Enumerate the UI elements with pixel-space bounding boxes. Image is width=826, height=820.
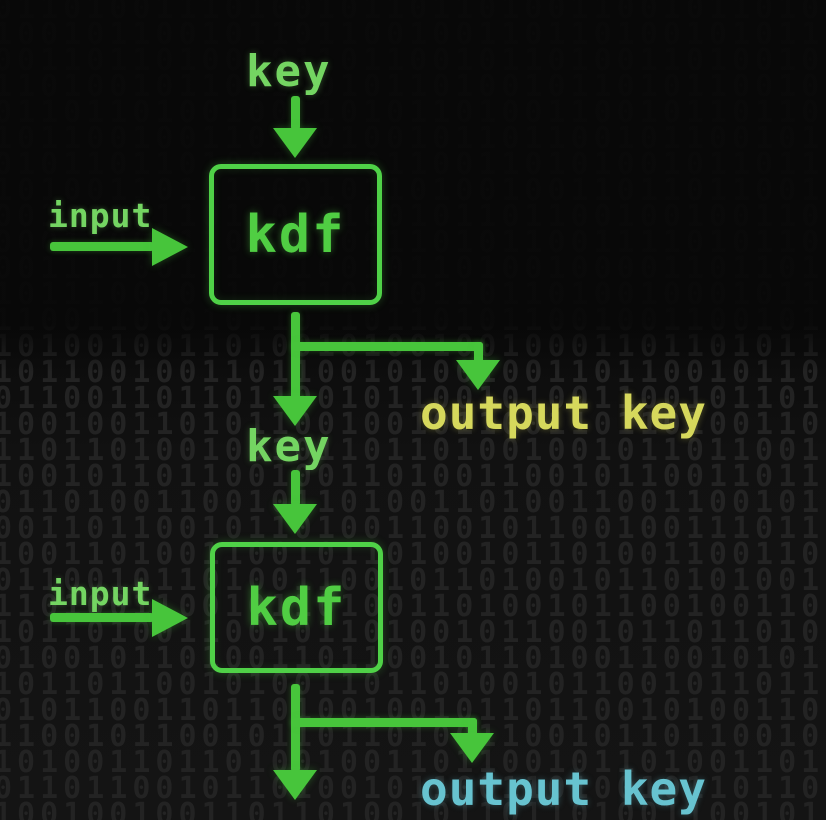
input-label-1: input [48, 196, 153, 235]
kdf-box-label-2: kdf [246, 577, 347, 638]
input-arrow-line-2 [50, 613, 154, 622]
key-label-1: key [246, 46, 332, 97]
stem-line-1 [291, 312, 300, 400]
arrow-down-icon [273, 128, 317, 158]
kdf-box-1: kdf [209, 164, 382, 305]
input-label-2: input [48, 574, 153, 613]
key-arrow-line-1 [291, 96, 300, 130]
arrow-right-icon [152, 228, 188, 266]
branch-line-1 [291, 342, 483, 351]
key-arrow-line-2 [291, 470, 300, 506]
branch-drop-2 [468, 718, 477, 736]
branch-line-2 [291, 718, 477, 727]
output-key-label-2: output key [420, 762, 707, 816]
arrow-down-icon [273, 770, 317, 800]
arrow-down-icon [273, 396, 317, 426]
arrow-down-icon [456, 360, 500, 390]
arrow-right-icon [152, 599, 188, 637]
branch-drop-1 [474, 342, 483, 364]
arrow-down-icon [450, 733, 494, 763]
output-key-label-1: output key [420, 386, 707, 440]
kdf-box-label-1: kdf [245, 204, 346, 265]
stem-line-2 [291, 684, 300, 772]
top-fade-overlay [0, 0, 826, 372]
arrow-down-icon [273, 504, 317, 534]
key-label-2: key [246, 421, 332, 472]
input-arrow-line-1 [50, 242, 154, 251]
kdf-box-2: kdf [210, 542, 383, 673]
